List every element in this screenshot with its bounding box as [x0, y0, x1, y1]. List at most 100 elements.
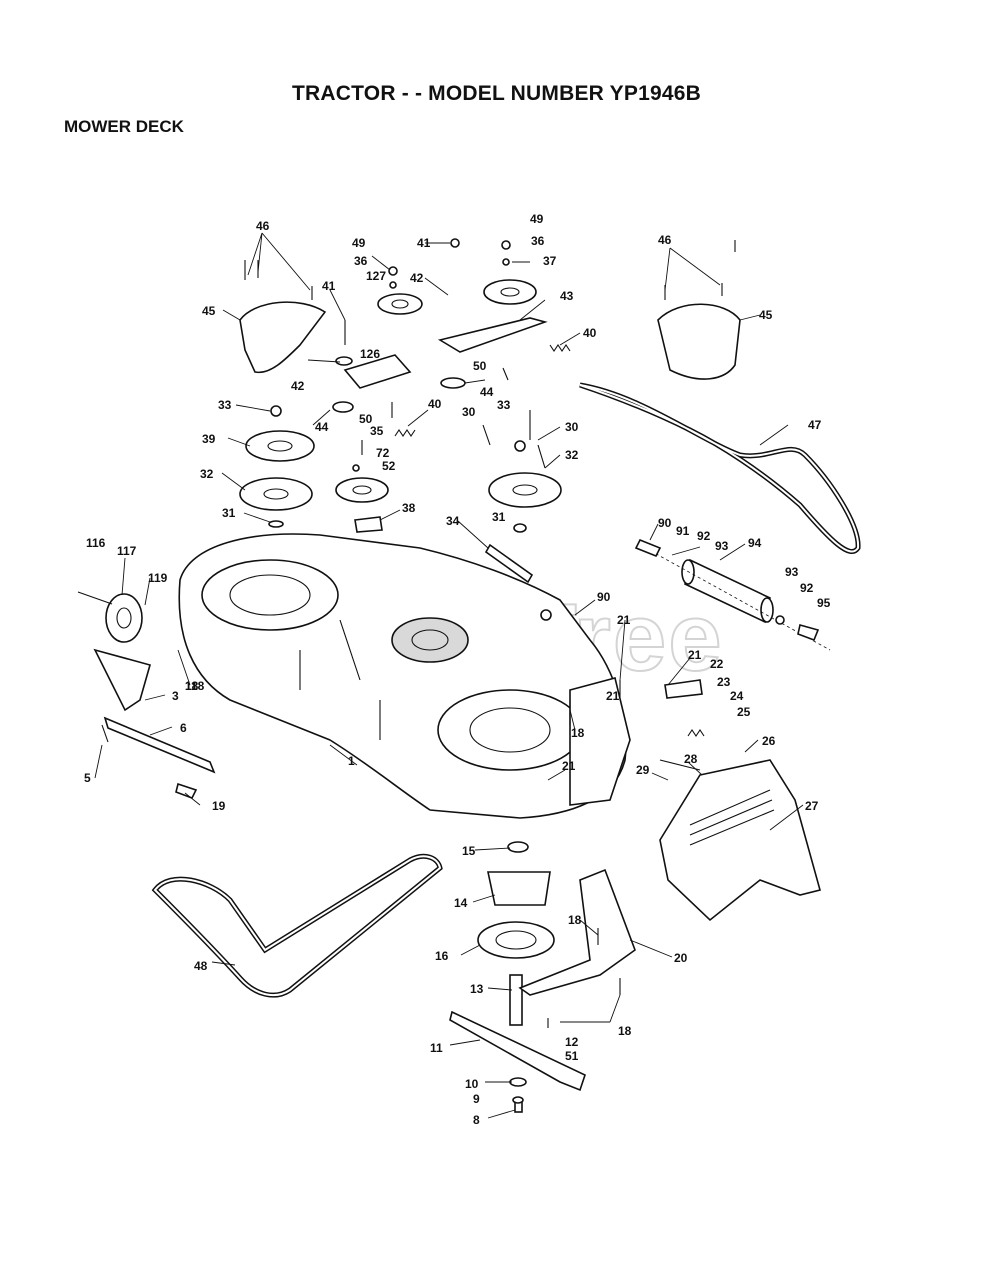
part-label: 21 — [562, 759, 576, 773]
part-label: 90 — [658, 516, 672, 530]
part-label: 23 — [717, 675, 731, 689]
part-label: 14 — [454, 896, 468, 910]
part-label: 38 — [402, 501, 416, 515]
part-label: 1 — [348, 754, 355, 768]
part-label: 42 — [410, 271, 424, 285]
part-label: 13 — [470, 982, 484, 996]
spring — [549, 344, 571, 352]
part-label: 95 — [817, 596, 831, 610]
part-label: 50 — [473, 359, 487, 373]
part-label: 18 — [618, 1024, 632, 1038]
part-label: 127 — [366, 269, 386, 283]
part-label: 50 — [359, 412, 373, 426]
spring — [394, 429, 416, 437]
part-label: 18 — [185, 679, 199, 693]
part-label: 94 — [748, 536, 762, 550]
gauge-wheel-assembly — [77, 591, 216, 800]
part-label: 42 — [291, 379, 305, 393]
part-label: 19 — [212, 799, 226, 813]
deck-support-arm — [518, 868, 636, 996]
part-label: 90 — [597, 590, 611, 604]
part-label: 93 — [715, 539, 729, 553]
part-label: 45 — [202, 304, 216, 318]
idler-arm — [437, 317, 548, 353]
part-label: 33 — [497, 398, 511, 412]
belt-shield-left — [239, 301, 327, 374]
idler-bracket — [343, 354, 412, 389]
part-label: 15 — [462, 844, 476, 858]
part-label: 9 — [473, 1092, 480, 1106]
leader-lines — [94, 232, 804, 1119]
part-label: 18 — [568, 913, 582, 927]
part-label: 52 — [382, 459, 396, 473]
part-label: 41 — [417, 236, 431, 250]
discharge-chute — [659, 759, 821, 922]
part-label: 21 — [606, 689, 620, 703]
part-label: 92 — [800, 581, 814, 595]
part-label: 35 — [370, 424, 384, 438]
part-label: 22 — [710, 657, 724, 671]
part-label: 32 — [565, 448, 579, 462]
part-label: 36 — [354, 254, 368, 268]
spring — [687, 729, 705, 737]
deck-roller — [639, 544, 831, 651]
pulleys — [239, 279, 562, 511]
part-label: 25 — [737, 705, 751, 719]
deck-housing — [178, 533, 631, 819]
part-label: 21 — [617, 613, 631, 627]
part-label: 8 — [473, 1113, 480, 1127]
part-label: 43 — [560, 289, 574, 303]
part-label: 18 — [571, 726, 585, 740]
part-label: 37 — [543, 254, 557, 268]
part-label: 26 — [762, 734, 776, 748]
deck-belt-48 — [151, 853, 443, 998]
part-label: 30 — [462, 405, 476, 419]
part-label: 46 — [256, 219, 270, 233]
part-label: 21 — [688, 648, 702, 662]
part-label: 44 — [480, 385, 494, 399]
part-label: 3 — [172, 689, 179, 703]
part-label: 31 — [492, 510, 506, 524]
part-callouts: 1 3 5 6 8 9 10 11 12 13 14 15 16 18 18 1… — [84, 212, 831, 1127]
page-title: TRACTOR - - MODEL NUMBER YP1946B — [292, 82, 701, 105]
part-label: 33 — [218, 398, 232, 412]
part-label: 44 — [315, 420, 329, 434]
part-label: 46 — [658, 233, 672, 247]
part-label: 31 — [222, 506, 236, 520]
part-label: 119 — [148, 571, 168, 585]
part-label: 91 — [676, 524, 690, 538]
part-label: 45 — [759, 308, 773, 322]
part-label: 41 — [322, 279, 336, 293]
hardware — [101, 238, 820, 1104]
part-label: 40 — [583, 326, 597, 340]
spindle-assembly — [449, 841, 586, 1113]
part-label: 51 — [565, 1049, 579, 1063]
part-label: 126 — [360, 347, 380, 361]
part-label: 48 — [194, 959, 208, 973]
part-label: 10 — [465, 1077, 479, 1091]
part-label: 5 — [84, 771, 91, 785]
part-label: 32 — [200, 467, 214, 481]
part-label: 27 — [805, 799, 819, 813]
part-label: 29 — [636, 763, 650, 777]
part-label: 117 — [117, 544, 137, 558]
part-label: 28 — [684, 752, 698, 766]
part-label: 30 — [565, 420, 579, 434]
part-label: 93 — [785, 565, 799, 579]
part-label: 47 — [808, 418, 822, 432]
part-label: 49 — [352, 236, 366, 250]
part-label: 118 — [185, 679, 205, 693]
section-title: MOWER DECK — [64, 117, 184, 136]
belt-shield-right — [657, 303, 741, 380]
part-label: 40 — [428, 397, 442, 411]
part-label: 16 — [435, 949, 449, 963]
part-label: 116 — [86, 536, 106, 550]
part-label: 34 — [446, 514, 460, 528]
part-label: 11 — [430, 1041, 443, 1055]
part-label: 39 — [202, 432, 216, 446]
part-label: 12 — [565, 1035, 579, 1049]
part-label: 6 — [180, 721, 187, 735]
part-label: 24 — [730, 689, 744, 703]
